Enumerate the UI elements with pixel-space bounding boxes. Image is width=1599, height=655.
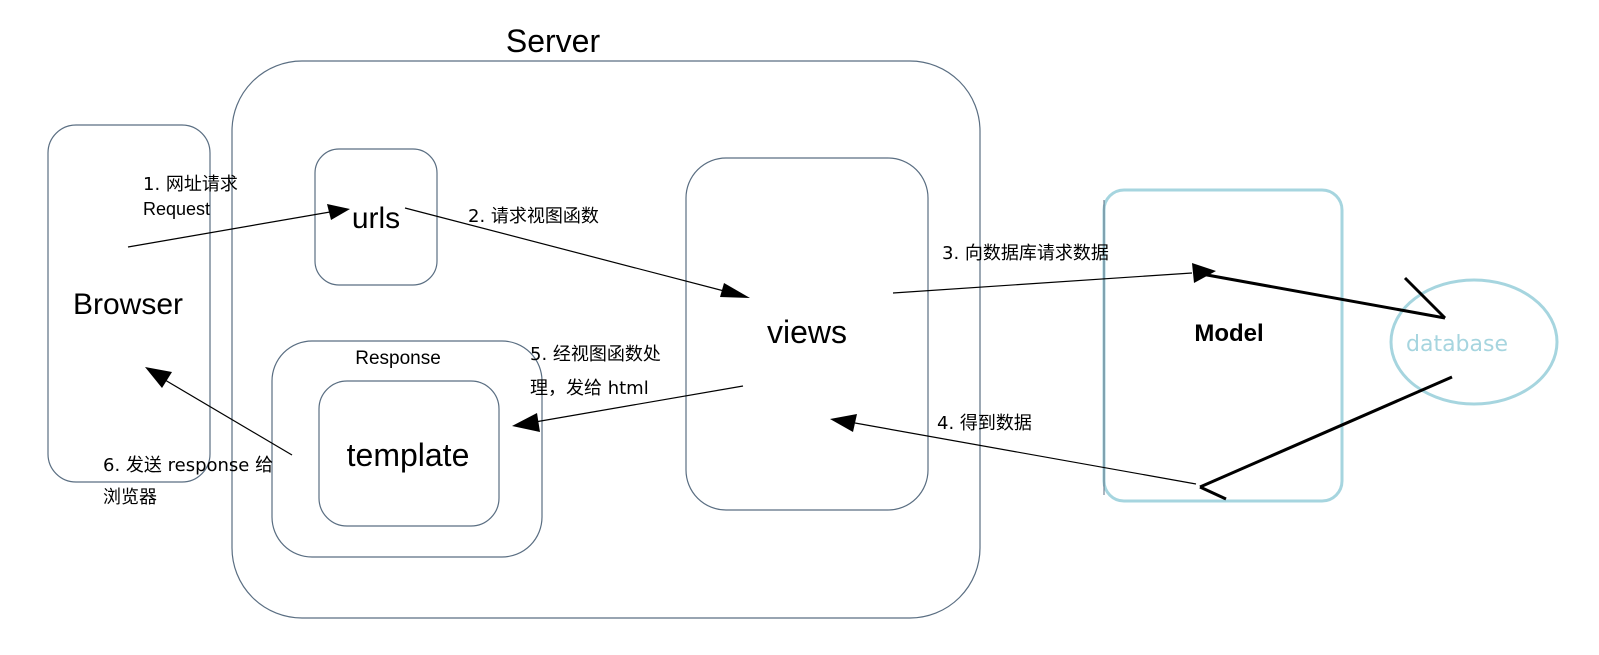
arrow-3-line	[892, 272, 1193, 294]
arrow-db-model-line	[1199, 375, 1453, 489]
step-5-label-line1: 5. 经视图函数处	[530, 344, 661, 365]
browser-label: Browser	[73, 288, 183, 321]
views-node	[685, 157, 929, 511]
server-title: Server	[506, 23, 601, 59]
arrow-4-line	[854, 422, 1197, 485]
arrow-6-line	[164, 379, 293, 456]
server-container	[231, 60, 981, 619]
step-3-label: 3. 向数据库请求数据	[942, 243, 1109, 264]
views-label: views	[767, 314, 847, 350]
arrow-1-head	[327, 204, 350, 220]
database-label: database	[1406, 332, 1508, 357]
step-6-label-line1: 6. 发送 response 给	[103, 455, 273, 476]
step-1-label-line2: Request	[143, 199, 210, 219]
arrow-5-head	[512, 413, 540, 432]
arrow-model-db-line	[1195, 271, 1446, 320]
arrow-db-model-head	[1199, 485, 1227, 501]
arrow-4-head	[830, 414, 857, 432]
arrow-6-head	[145, 367, 172, 388]
step-5-label-line2: 理，发给 html	[530, 378, 649, 399]
response-label: Response	[355, 348, 441, 369]
arrow-5-line	[534, 385, 744, 423]
step-1-label-line1: 1. 网址请求	[143, 174, 238, 195]
template-label: template	[347, 437, 470, 473]
template-node	[318, 380, 500, 527]
arrow-2-head	[720, 283, 750, 298]
step-4-label: 4. 得到数据	[937, 413, 1032, 434]
browser-node	[47, 124, 211, 483]
arrow-1-line	[127, 211, 331, 248]
database-node	[1389, 278, 1559, 406]
response-container	[271, 340, 543, 558]
arrow-2-line	[404, 207, 729, 293]
arrow-model-db-head	[1403, 276, 1447, 320]
step-6-label-line2: 浏览器	[103, 487, 157, 508]
model-label: Model	[1194, 320, 1263, 347]
urls-label: urls	[352, 202, 400, 235]
step-2-label: 2. 请求视图函数	[468, 206, 599, 227]
urls-node	[314, 148, 438, 286]
